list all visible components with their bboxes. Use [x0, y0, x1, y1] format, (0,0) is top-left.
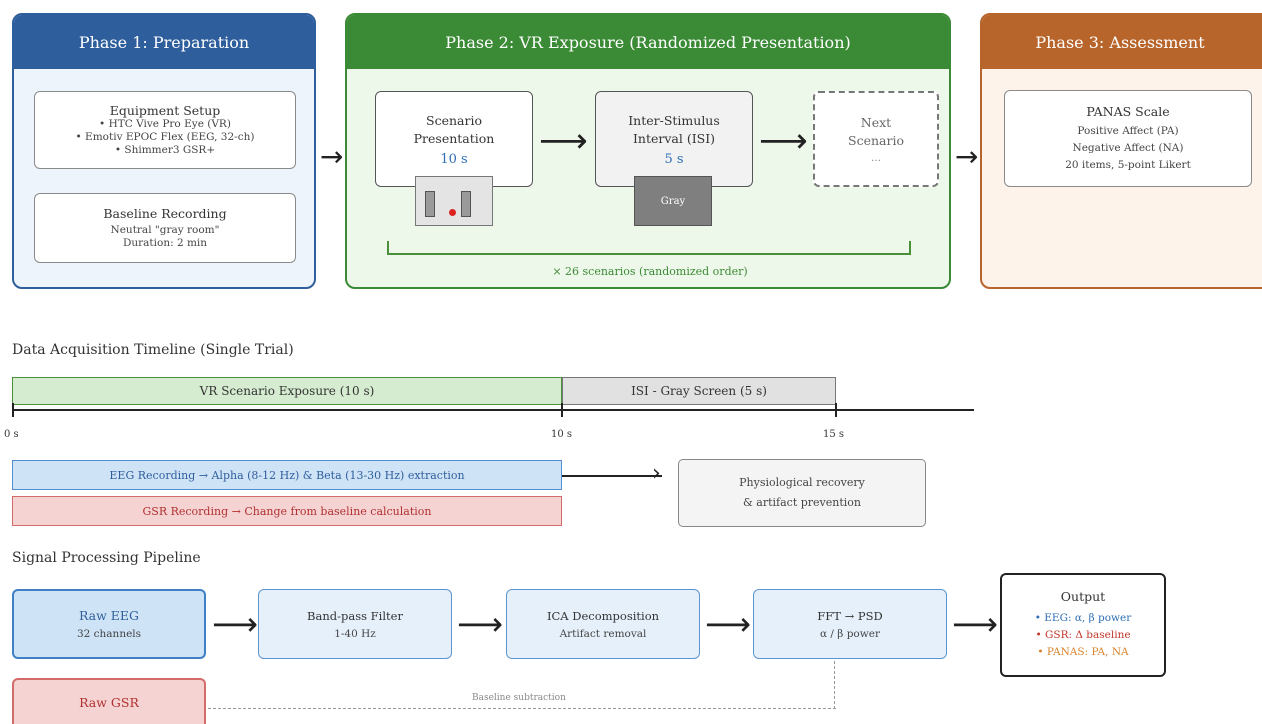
next-line2: Scenario: [848, 132, 904, 148]
output-gsr: • GSR: Δ baseline: [1035, 629, 1131, 641]
tick-label-15s: 15 s: [823, 429, 845, 440]
equipment-setup-title: Equipment Setup: [109, 103, 221, 118]
scenario-presentation-box: Scenario Presentation 10 s: [375, 91, 533, 187]
fft-sub: α / β power: [820, 627, 880, 640]
bandpass-sub: 1-40 Hz: [334, 627, 376, 640]
arrow-right-icon: ⟶: [212, 605, 258, 643]
arrow-right-icon: →: [955, 140, 979, 173]
panas-line: 20 items, 5-point Likert: [1065, 158, 1191, 171]
fft-title: FFT → PSD: [817, 608, 883, 623]
ica-sub: Artifact removal: [559, 627, 647, 640]
vr-exposure-bar: VR Scenario Exposure (10 s): [12, 377, 562, 405]
timeline-title: Data Acquisition Timeline (Single Trial): [12, 342, 294, 358]
baseline-recording-title: Baseline Recording: [103, 206, 227, 221]
baseline-subtraction-line: [208, 708, 836, 709]
raw-gsr-title: Raw GSR: [79, 694, 139, 710]
raw-gsr-box: Raw GSR: [12, 678, 206, 724]
raw-eeg-sub: 32 channels: [76, 628, 142, 640]
output-eeg: • EEG: α, β power: [1034, 612, 1132, 624]
pipeline-title: Signal Processing Pipeline: [12, 550, 201, 566]
scenario-duration: 10 s: [440, 151, 468, 167]
isi-line2: Interval (ISI): [632, 130, 716, 146]
timeline-tick: [561, 403, 563, 417]
eeg-recording-bar: EEG Recording → Alpha (8-12 Hz) & Beta (…: [12, 460, 562, 490]
gray-screen-label: Gray: [660, 195, 686, 207]
isi-duration: 5 s: [664, 151, 684, 167]
baseline-subtraction-line: [834, 661, 835, 709]
gsr-recording-bar: GSR Recording → Change from baseline cal…: [12, 496, 562, 526]
next-line1: Next: [860, 114, 892, 130]
scenario-line1: Scenario: [426, 112, 482, 128]
vr-scene-thumbnail: [415, 176, 493, 226]
baseline-line: Neutral "gray room": [110, 224, 220, 236]
arrow-right-icon: ⟶: [952, 605, 998, 643]
repeat-bracket: [387, 241, 911, 255]
tick-label-10s: 10 s: [551, 429, 573, 440]
panas-box: PANAS Scale Positive Affect (PA) Negativ…: [1004, 90, 1252, 187]
isi-line1: Inter-Stimulus: [628, 112, 720, 128]
recovery-line1: Physiological recovery: [739, 476, 865, 489]
isi-box: Inter-Stimulus Interval (ISI) 5 s: [595, 91, 753, 187]
baseline-subtraction-label: Baseline subtraction: [472, 693, 566, 703]
equipment-setup-box: Equipment Setup • HTC Vive Pro Eye (VR) …: [34, 91, 296, 169]
arrow-right-icon: ⟶: [705, 605, 751, 643]
raw-eeg-title: Raw EEG: [78, 608, 140, 623]
phase2-title: Phase 2: VR Exposure (Randomized Present…: [347, 15, 949, 69]
isi-gray-bar: ISI - Gray Screen (5 s): [562, 377, 836, 405]
bandpass-title: Band-pass Filter: [307, 608, 403, 623]
output-title: Output: [1060, 589, 1106, 604]
recovery-arrow-line: [562, 475, 662, 477]
phase1-title: Phase 1: Preparation: [14, 15, 314, 69]
baseline-recording-box: Baseline Recording Neutral "gray room" D…: [34, 193, 296, 263]
arrow-right-icon: ⟶: [539, 121, 588, 161]
equipment-line: • Shimmer3 GSR+: [114, 144, 216, 156]
timeline-axis: [12, 409, 974, 411]
output-panas: • PANAS: PA, NA: [1037, 646, 1129, 658]
gray-screen-thumbnail: Gray: [634, 176, 712, 226]
timeline-tick: [835, 403, 837, 417]
vr-scene-object-right: [461, 191, 471, 217]
equipment-line: • HTC Vive Pro Eye (VR): [99, 118, 231, 130]
vr-scene-target-dot: [449, 209, 456, 216]
panas-line: Negative Affect (NA): [1072, 141, 1184, 154]
raw-eeg-box: Raw EEG 32 channels: [12, 589, 206, 659]
repeat-label: × 26 scenarios (randomized order): [552, 265, 748, 278]
arrow-right-icon: →: [320, 140, 344, 173]
phase3-title: Phase 3: Assessment: [982, 15, 1262, 69]
arrow-right-icon: ⟶: [457, 605, 503, 643]
recovery-line2: & artifact prevention: [742, 496, 861, 509]
timeline-tick: [12, 403, 14, 417]
next-scenario-box: Next Scenario ...: [813, 91, 939, 187]
scenario-line2: Presentation: [413, 130, 495, 146]
tick-label-0s: 0 s: [4, 429, 19, 440]
output-box: Output • EEG: α, β power • GSR: Δ baseli…: [1000, 573, 1166, 677]
vr-scene-object-left: [425, 191, 435, 217]
ica-title: ICA Decomposition: [546, 608, 660, 623]
arrow-right-icon: ›: [652, 461, 661, 486]
phase3-panel: Phase 3: Assessment PANAS Scale Positive…: [980, 13, 1262, 289]
fft-psd-box: FFT → PSD α / β power: [753, 589, 947, 659]
bandpass-filter-box: Band-pass Filter 1-40 Hz: [258, 589, 452, 659]
phase2-panel: Phase 2: VR Exposure (Randomized Present…: [345, 13, 951, 289]
equipment-line: • Emotiv EPOC Flex (EEG, 32-ch): [75, 131, 255, 143]
baseline-line: Duration: 2 min: [122, 237, 208, 249]
arrow-right-icon: ⟶: [759, 121, 808, 161]
ica-decomposition-box: ICA Decomposition Artifact removal: [506, 589, 700, 659]
panas-line: Positive Affect (PA): [1077, 124, 1179, 137]
phase1-panel: Phase 1: Preparation Equipment Setup • H…: [12, 13, 316, 289]
next-line3: ...: [870, 151, 881, 164]
recovery-box: Physiological recovery & artifact preven…: [678, 459, 926, 527]
panas-title: PANAS Scale: [1086, 103, 1170, 119]
